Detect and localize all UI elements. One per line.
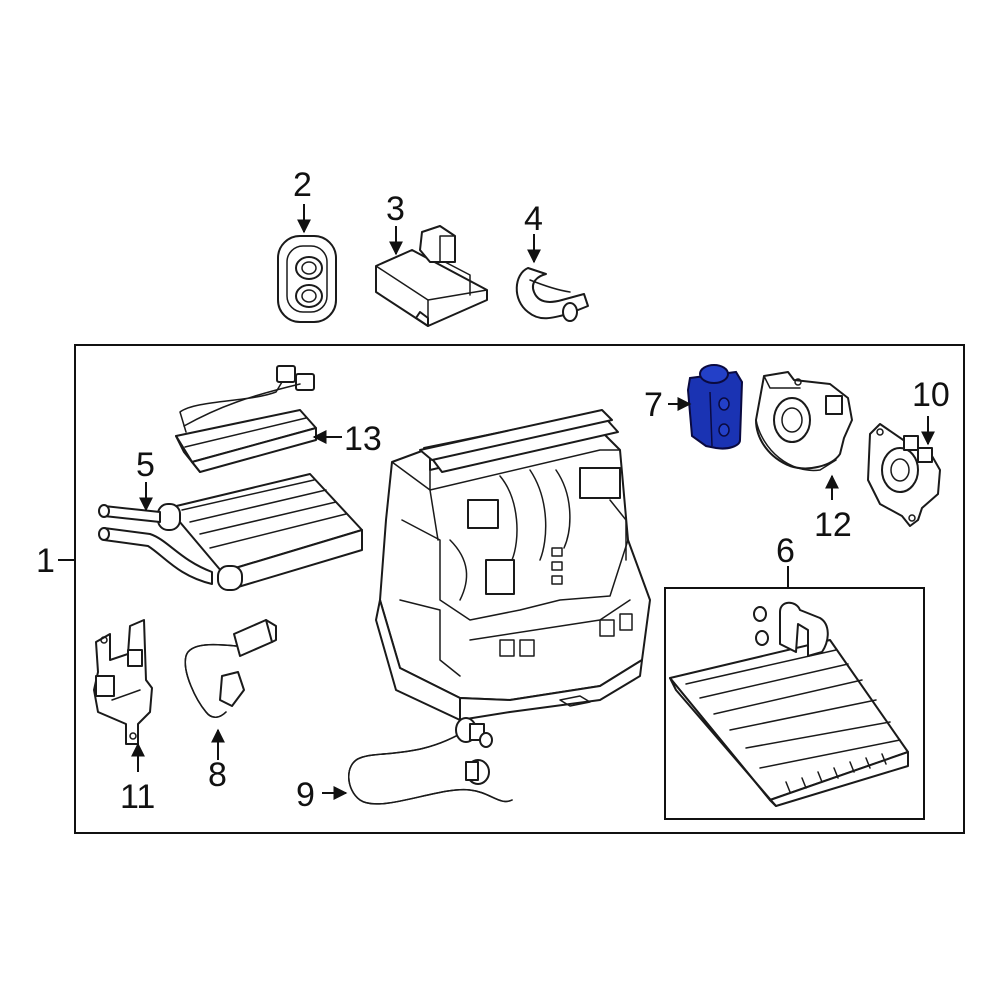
evaporator-frame	[664, 587, 925, 820]
part-11-bracket[interactable]	[93, 619, 153, 745]
callout-10: 10	[912, 376, 950, 414]
part-9-wire-harness[interactable]	[348, 717, 513, 805]
callout-6: 6	[776, 532, 795, 570]
valve-cap	[699, 364, 729, 384]
callout-13: 13	[344, 420, 382, 458]
part-4-hose[interactable]	[515, 267, 589, 322]
callout-2: 2	[293, 166, 312, 204]
part-5-heater-core[interactable]	[98, 473, 363, 591]
valve-port-lower	[718, 423, 730, 437]
callout-1: 1	[36, 542, 55, 580]
leader-lines	[58, 204, 935, 800]
assembly-frame	[74, 344, 965, 834]
callout-9: 9	[296, 776, 315, 814]
callout-labels: 1 2 3 4 5 6 7 8 9 10 11 12 13	[36, 166, 950, 816]
callout-7: 7	[644, 386, 663, 424]
part-8-sensor-harness[interactable]	[184, 619, 277, 718]
part-1-hvac-housing[interactable]	[375, 409, 651, 721]
callout-4: 4	[524, 200, 543, 238]
callout-5: 5	[136, 446, 155, 484]
part-2-grommet[interactable]	[277, 235, 337, 323]
callout-8: 8	[208, 756, 227, 794]
part-13-control-unit[interactable]	[175, 365, 317, 473]
part-3-sensor[interactable]	[375, 225, 488, 327]
callout-12: 12	[814, 506, 852, 544]
callout-11: 11	[120, 778, 155, 816]
part-12-servo-motor[interactable]	[755, 371, 853, 472]
part-6-evaporator[interactable]	[669, 601, 909, 807]
part-10-damper-motor[interactable]	[867, 423, 941, 527]
part-7-expansion-valve[interactable]	[686, 364, 744, 450]
valve-port-upper	[718, 397, 730, 411]
callout-3: 3	[386, 190, 405, 228]
